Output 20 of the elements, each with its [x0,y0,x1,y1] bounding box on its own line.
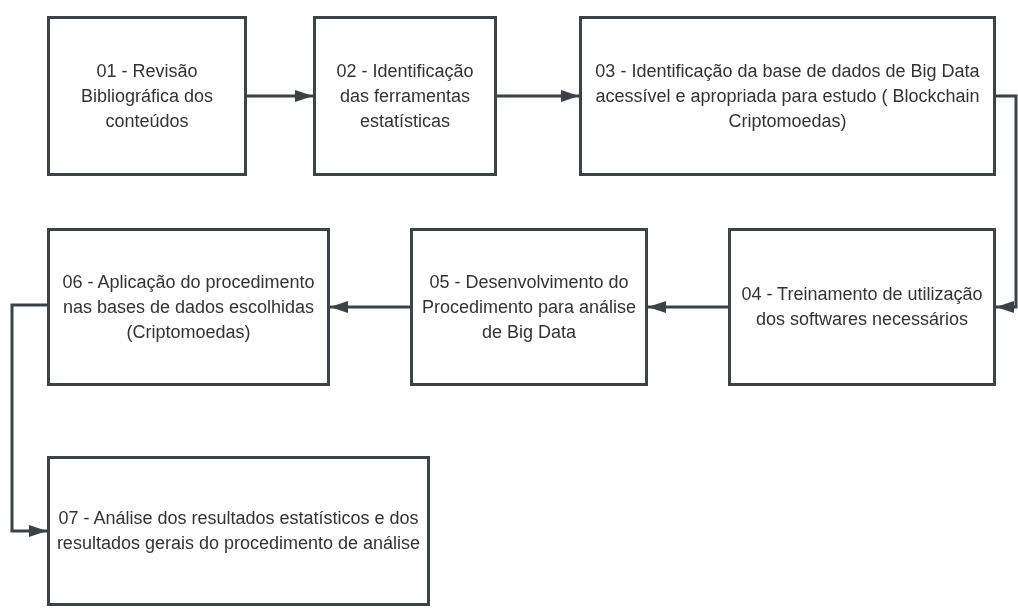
step-text: 04 - Treinamento de utilização dos softwares necessários [740,283,984,331]
step-text: 07 - Análise dos resultados estatísticos e dos resultados gerais do procedimento de análise [56,507,421,555]
arrow [996,94,1018,313]
process-box [47,456,430,606]
arrow [10,303,47,537]
step-text: 05 - Desenvolvimento do Procedimento para análise de Big Data [420,270,638,344]
step-text: 01 - Revisão Bibliográfica dos conteúdos [79,59,215,133]
step-text: 06 - Aplicação do procedimento nas bases de dados escolhidas (Criptomoedas) [61,270,316,344]
process-box [579,16,996,176]
process-box [47,228,330,386]
step-text: 02 - Identificação das ferramentas estatísticas [335,59,475,133]
arrow [247,90,313,102]
arrow [330,301,410,313]
step-text: 03 - Identificação da base de dados de Big Data acessível e apropriada para estudo ( Blockchain Criptomoedas) [594,59,981,133]
arrow [497,90,579,102]
process-box [410,228,648,386]
arrow [648,301,728,313]
process-box [313,16,497,176]
process-box [728,228,996,386]
process-box [47,16,247,176]
